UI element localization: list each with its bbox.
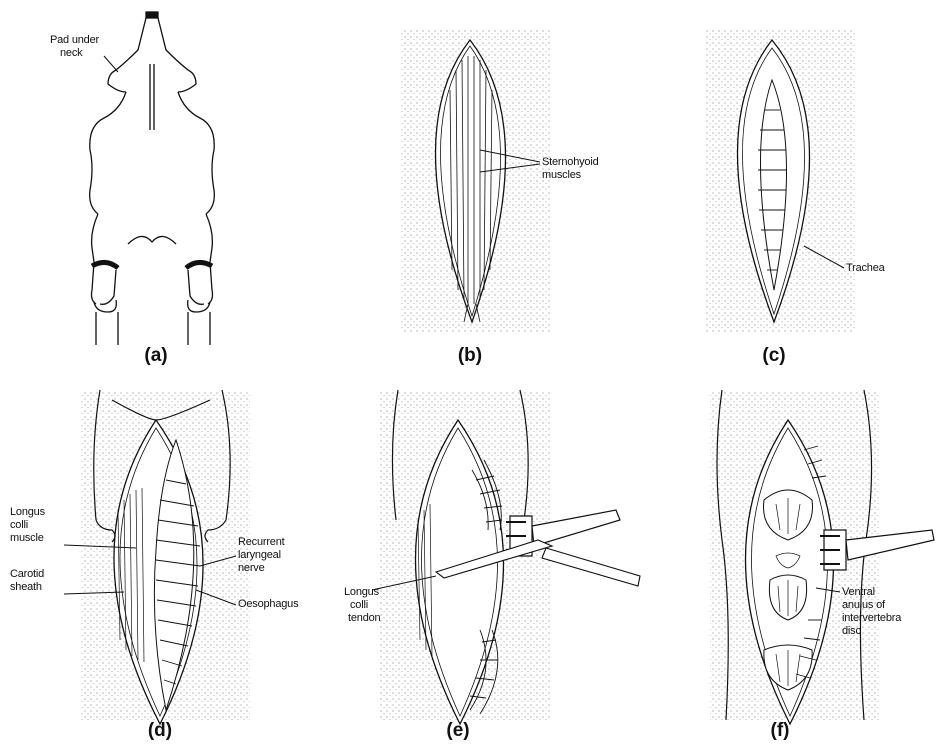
intervertebral-disc-exposure-illustration [640, 380, 940, 744]
label-recurrent-laryngeal-nerve: Recurrent laryngeal nerve [238, 536, 285, 575]
panel-label-e: (e) [428, 720, 488, 742]
sternohyoid-exposure-illustration [380, 0, 620, 370]
trachea-exposure-illustration [676, 0, 936, 370]
label-ventral-anulus: Ventral anulus of intervertebra disc [842, 586, 901, 638]
panel-a: Pad under neck (a) [0, 0, 320, 370]
label-carotid-sheath: Carotid sheath [10, 568, 44, 594]
label-sternohyoid-muscles: Sternohyoid muscles [542, 156, 599, 182]
panel-e: Longus colli tendon (e) [320, 380, 640, 744]
panel-f: Ventral anulus of intervertebra disc (f) [640, 380, 940, 744]
panel-label-a: (a) [126, 345, 186, 367]
panel-b: Sternohyoid muscles (b) [380, 0, 620, 370]
label-longus-colli-tendon: Longus colli tendon [344, 586, 380, 625]
panel-label-f: (f) [750, 720, 810, 742]
label-trachea: Trachea [846, 262, 885, 275]
label-longus-colli-muscle: Longus colli muscle [10, 506, 45, 545]
panel-label-c: (c) [744, 345, 804, 367]
label-oesophagus: Oesophagus [238, 598, 298, 611]
panel-label-b: (b) [440, 345, 500, 367]
leader-line [0, 0, 320, 370]
panel-label-d: (d) [130, 720, 190, 742]
longus-colli-tendon-incision-illustration [320, 380, 640, 744]
panel-d: Longus colli muscle Carotid sheath Recur… [0, 380, 320, 744]
panel-c: Trachea (c) [676, 0, 936, 370]
